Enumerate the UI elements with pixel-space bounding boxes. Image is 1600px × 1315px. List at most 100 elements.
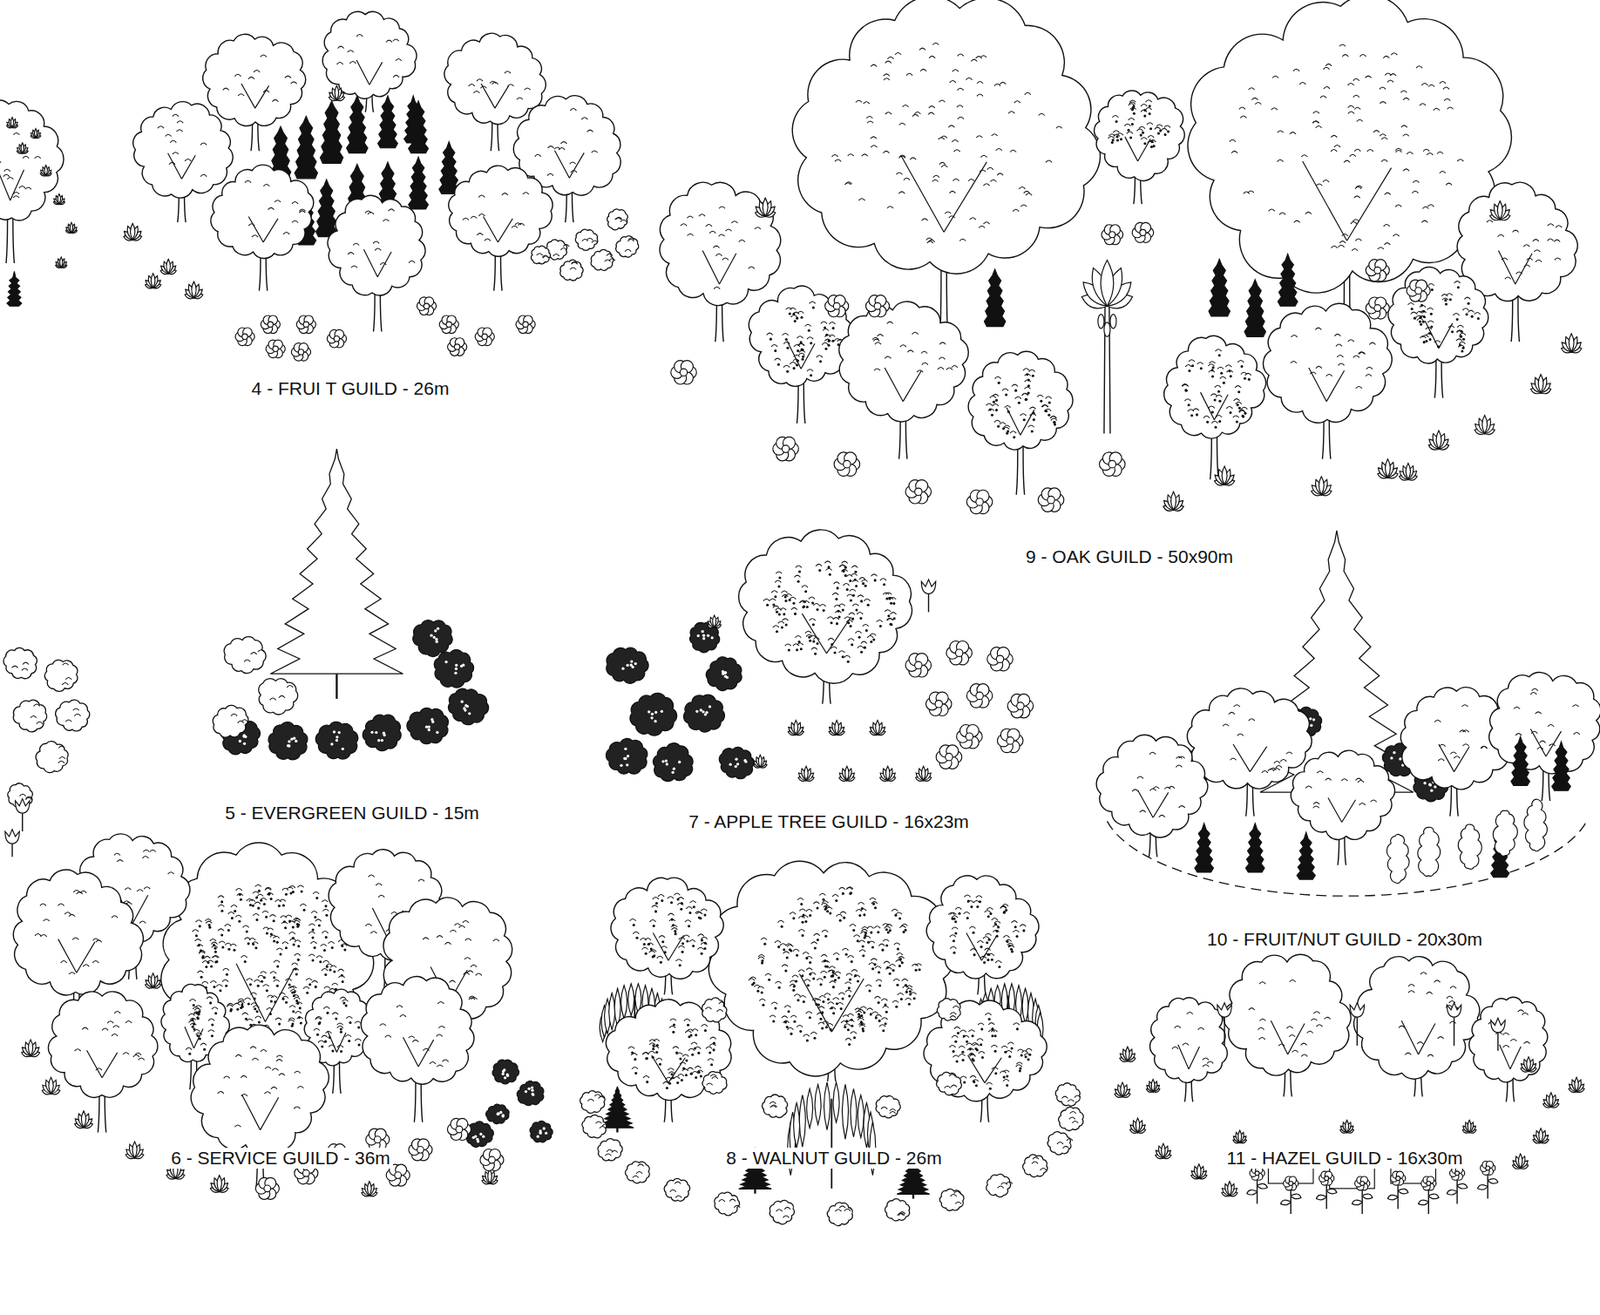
leaf-mark bbox=[3, 174, 10, 177]
herb-clump bbox=[880, 766, 896, 781]
leaf-mark bbox=[1348, 83, 1355, 86]
leaf-dot bbox=[315, 896, 319, 900]
shrub-dot bbox=[630, 659, 633, 663]
leaf-dot bbox=[1116, 135, 1119, 138]
leaf-mark bbox=[861, 579, 868, 582]
leaf-mark bbox=[591, 150, 598, 153]
leaf-mark bbox=[822, 328, 829, 331]
leaf-mark bbox=[1240, 115, 1247, 118]
leaf-mark bbox=[1353, 94, 1360, 97]
tree-canopy bbox=[659, 182, 781, 306]
leaf-dot bbox=[1238, 406, 1241, 410]
leaf-mark bbox=[230, 905, 238, 908]
leaf-mark bbox=[847, 594, 854, 597]
leaf-dot bbox=[1211, 411, 1214, 414]
leaf-mark bbox=[1462, 308, 1469, 311]
leaf-mark bbox=[1365, 373, 1372, 376]
shrub-dot bbox=[650, 712, 654, 716]
leaf-dot bbox=[823, 325, 827, 329]
leaf-mark bbox=[254, 901, 261, 904]
shrub-dot bbox=[729, 763, 733, 767]
leaf-mark bbox=[797, 643, 804, 645]
spiky-plant bbox=[1511, 736, 1531, 786]
leaf-mark bbox=[1410, 311, 1417, 314]
leaf-dot bbox=[1190, 413, 1194, 417]
herb-leaf bbox=[1538, 374, 1544, 394]
flower-centre bbox=[1374, 266, 1382, 274]
tree-canopy bbox=[1164, 335, 1267, 439]
leaf-mark bbox=[501, 193, 509, 196]
leaf-mark bbox=[954, 149, 961, 152]
leaf-mark bbox=[169, 162, 176, 164]
leaf-mark bbox=[774, 580, 781, 583]
leaf-mark bbox=[1447, 107, 1454, 109]
leaf-mark bbox=[606, 253, 613, 256]
leaf-mark bbox=[1240, 372, 1248, 374]
leaf-mark bbox=[698, 214, 706, 217]
shrub-dot bbox=[695, 710, 699, 713]
flower-symbol bbox=[905, 480, 932, 504]
leaf-mark bbox=[165, 134, 172, 136]
shrub-dot bbox=[711, 636, 714, 639]
herb-clump bbox=[869, 719, 886, 735]
flower-centre bbox=[1109, 231, 1116, 238]
leaf-mark bbox=[1427, 320, 1434, 323]
leaf-mark bbox=[922, 218, 929, 221]
herb-clump bbox=[828, 719, 845, 735]
leaf-dot bbox=[298, 1016, 301, 1019]
shrub-outline bbox=[268, 722, 308, 760]
leaf-mark bbox=[1140, 104, 1147, 107]
leaf-mark bbox=[832, 155, 839, 157]
leaf-dot bbox=[284, 946, 288, 950]
leaf-mark bbox=[628, 237, 635, 240]
leaf-mark bbox=[1010, 431, 1017, 434]
herb-leaf bbox=[875, 719, 881, 734]
tree-canopy bbox=[1290, 750, 1395, 840]
leaf-mark bbox=[1403, 169, 1410, 171]
flower-symbol bbox=[1101, 224, 1124, 245]
leaf-mark bbox=[1111, 115, 1119, 117]
leaf-dot bbox=[1023, 418, 1026, 421]
leaf-mark bbox=[1187, 409, 1194, 412]
shrub-dot bbox=[1433, 785, 1437, 788]
leaf-dot bbox=[1185, 389, 1188, 393]
leaf-mark bbox=[809, 635, 816, 638]
leaf-dot bbox=[808, 639, 812, 643]
leaf-mark bbox=[217, 904, 224, 907]
herb-leaf bbox=[57, 193, 61, 204]
flower-centre bbox=[446, 321, 452, 327]
leaf-dot bbox=[850, 643, 854, 646]
leaf-dot bbox=[1429, 338, 1432, 341]
leaf-mark bbox=[979, 169, 986, 172]
leaf-mark bbox=[932, 179, 939, 182]
leaf-mark bbox=[571, 261, 578, 264]
leaf-mark bbox=[1338, 244, 1345, 247]
leaf-mark bbox=[1457, 159, 1464, 162]
leaf-mark bbox=[811, 647, 818, 650]
leaf-mark bbox=[1437, 151, 1444, 154]
shrub-outline bbox=[607, 209, 629, 231]
leaf-mark bbox=[1395, 148, 1402, 150]
leaf-mark bbox=[169, 140, 177, 143]
leaf-mark bbox=[1381, 159, 1388, 162]
leaf-mark bbox=[921, 351, 928, 353]
tree-symbol bbox=[1094, 90, 1186, 204]
flower-centre bbox=[945, 752, 953, 760]
shrub-outline bbox=[605, 738, 647, 774]
leaf-mark bbox=[372, 241, 380, 244]
leaf-mark bbox=[1373, 130, 1380, 133]
leaf-mark bbox=[1291, 335, 1298, 338]
tree-canopy bbox=[968, 351, 1073, 450]
leaf-mark bbox=[200, 142, 207, 145]
leaf-dot bbox=[892, 602, 895, 605]
leaf-dot bbox=[858, 636, 862, 639]
tree-branch bbox=[1424, 320, 1453, 349]
leaf-mark bbox=[252, 1005, 259, 1008]
leaf-mark bbox=[938, 357, 945, 360]
leaf-mark bbox=[789, 307, 796, 310]
leaf-dot bbox=[782, 612, 786, 616]
leaf-mark bbox=[718, 234, 726, 237]
leaf-dot bbox=[1471, 315, 1474, 319]
leaf-mark bbox=[839, 564, 846, 567]
leaf-mark bbox=[824, 334, 831, 337]
